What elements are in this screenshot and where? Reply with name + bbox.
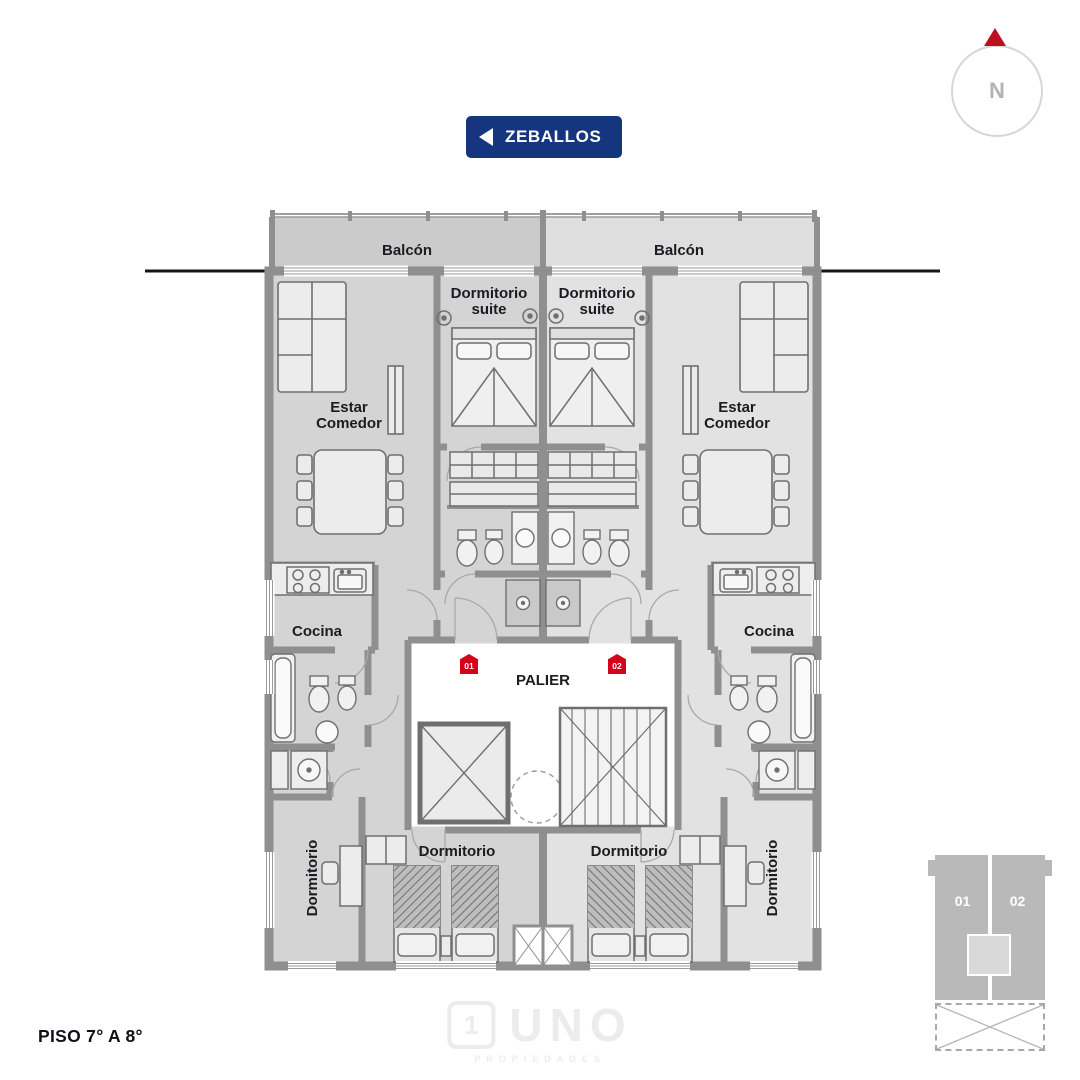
unit01-plan (263, 265, 543, 971)
street-sign-label: ZEBALLOS (505, 127, 602, 146)
unit-badge-01: 01 (460, 654, 478, 674)
watermark-subtitle: PROPIEDADES (474, 1054, 606, 1064)
north-arrow-icon (984, 28, 1006, 46)
keyplan: 01 02 (928, 855, 1052, 1000)
room-label-kitchen-left: Cocina (291, 623, 343, 640)
compass-rose: N (951, 45, 1043, 137)
unit-badge-02: 02 (608, 654, 626, 674)
vent-shafts (512, 924, 574, 968)
room-label-suite-left: Dormitorio suite (450, 285, 528, 318)
keyplan-unit-02: 02 (1009, 893, 1026, 909)
room-label-balcony-left: Balcón (381, 242, 433, 259)
left-arrow-icon (479, 128, 493, 146)
room-label-balcony-right: Balcón (653, 242, 705, 259)
palier-core (404, 597, 682, 968)
street-sign: ZEBALLOS (466, 116, 622, 158)
keyplan-divider (988, 855, 992, 1000)
balconies (269, 210, 820, 272)
room-label-living-left: Estar Comedor (316, 399, 382, 432)
room-label-kitchen-right: Cocina (743, 623, 795, 640)
watermark-brand: UNO (509, 999, 633, 1051)
keyplan-core (967, 934, 1011, 976)
compass-north-label: N (989, 78, 1005, 103)
floor-label: PISO 7° A 8° (38, 1026, 143, 1046)
room-label-bedroom-center-right: Dormitorio (590, 843, 668, 860)
stairs (558, 706, 668, 828)
watermark-house-icon: 1 (447, 1001, 496, 1049)
windows (263, 265, 534, 971)
room-label-palier: PALIER (516, 672, 570, 689)
keyplan-unit-01: 01 (954, 893, 971, 909)
room-label-bedroom-side-right: Dormitorio (764, 839, 781, 917)
room-label-bedroom-center-left: Dormitorio (418, 843, 496, 860)
room-label-suite-right: Dormitorio suite (558, 285, 636, 318)
keyplan-x-icon (936, 1004, 1044, 1050)
room-label-living-right: Estar Comedor (704, 399, 770, 432)
watermark: 1 UNO PROPIEDADES (447, 998, 632, 1064)
keyplan-adjacent-lot (935, 1003, 1045, 1051)
room-label-bedroom-side-left: Dormitorio (304, 839, 321, 917)
elevator (417, 721, 511, 825)
